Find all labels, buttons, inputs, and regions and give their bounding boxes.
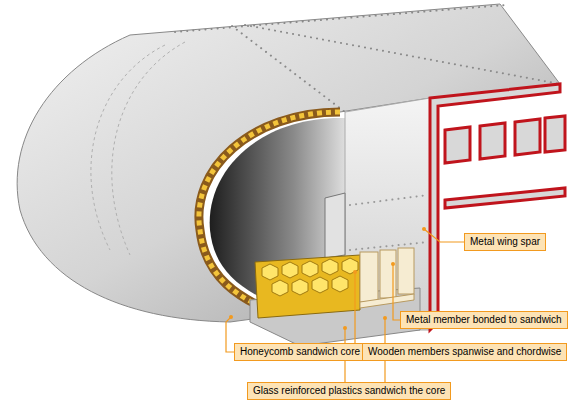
- honeycomb-cells: [262, 258, 358, 296]
- rivet-row: [350, 195, 428, 250]
- rib-bracket: [325, 193, 345, 258]
- leader-dot: [229, 227, 426, 330]
- rib-line: [91, 42, 185, 255]
- callout-label: Metal member bonded to sandwich: [400, 311, 568, 329]
- callout-label: Metal wing spar: [464, 233, 546, 251]
- callout-label: Honeycomb sandwich core: [234, 343, 366, 361]
- honeycomb-core: [255, 255, 360, 318]
- wooden-member: [360, 248, 414, 308]
- callout-label: Wooden members spanwise and chordwise: [362, 343, 567, 361]
- metal-spar: [430, 84, 565, 330]
- callout-label: Glass reinforced plastics sandwich the c…: [247, 382, 451, 400]
